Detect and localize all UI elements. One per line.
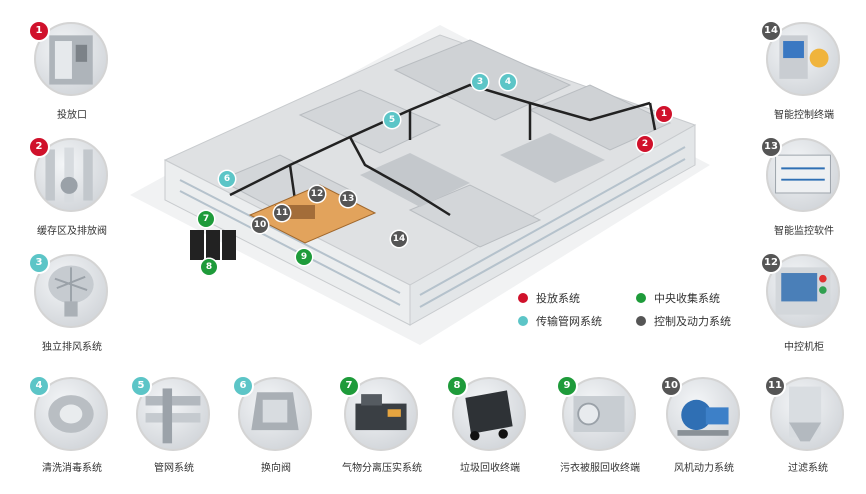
marker-14[interactable]: 14 [391, 231, 407, 247]
marker-9[interactable]: 9 [296, 249, 312, 265]
blower-fan-icon [666, 377, 740, 451]
marker-number: 2 [641, 139, 649, 149]
legend: 投放系统 中央收集系统 传输管网系统 控制及动力系统 [518, 290, 778, 336]
marker-number: 6 [223, 174, 231, 184]
component-label: 污衣被服回收终端 [560, 463, 640, 474]
marker-12[interactable]: 12 [309, 186, 325, 202]
legend-item: 中央收集系统 [636, 290, 720, 306]
component-label: 过滤系统 [788, 463, 828, 474]
legend-item: 控制及动力系统 [636, 313, 731, 329]
component-number-badge: 10 [662, 377, 680, 395]
roof-ventilator-icon [34, 254, 108, 328]
component-number-badge: 6 [234, 377, 252, 395]
component-number-badge: 14 [762, 22, 780, 40]
marker-5[interactable]: 5 [384, 112, 400, 128]
marker-number: 11 [275, 208, 289, 218]
marker-7[interactable]: 7 [198, 211, 214, 227]
marker-1[interactable]: 1 [656, 106, 672, 122]
legend-label: 中央收集系统 [654, 292, 720, 305]
marker-number: 5 [388, 115, 396, 125]
marker-number: 12 [310, 189, 324, 199]
component-label: 独立排风系统 [42, 342, 102, 353]
legend-item: 传输管网系统 [518, 313, 602, 329]
marker-6[interactable]: 6 [219, 171, 235, 187]
control-cabinet-icon [766, 254, 840, 328]
marker-number: 8 [205, 262, 213, 272]
marker-8[interactable]: 8 [201, 259, 217, 275]
marker-number: 3 [476, 77, 484, 87]
component-label: 中控机柜 [784, 342, 824, 353]
marker-number: 14 [392, 234, 406, 244]
component-number-badge: 5 [132, 377, 150, 395]
legend-dot [518, 316, 528, 326]
marker-11[interactable]: 11 [274, 205, 290, 221]
separation-compactor-icon [344, 377, 418, 451]
component-label: 智能控制终端 [774, 110, 834, 121]
component-number-badge: 8 [448, 377, 466, 395]
marker-number: 4 [504, 77, 512, 87]
component-label: 投放口 [57, 110, 87, 121]
marker-number: 10 [253, 220, 267, 230]
component-number-badge: 9 [558, 377, 576, 395]
legend-item: 投放系统 [518, 290, 580, 306]
marker-2[interactable]: 2 [637, 136, 653, 152]
marker-number: 7 [202, 214, 210, 224]
waste-container-icon [452, 377, 526, 451]
marker-10[interactable]: 10 [252, 217, 268, 233]
component-number-badge: 4 [30, 377, 48, 395]
legend-dot [518, 293, 528, 303]
control-terminal-icon [766, 22, 840, 96]
diverter-valve-icon [238, 377, 312, 451]
legend-dot [636, 293, 646, 303]
component-label: 换向阀 [261, 463, 291, 474]
component-label: 缓存区及排放阀 [37, 226, 107, 237]
legend-dot [636, 316, 646, 326]
marker-4[interactable]: 4 [500, 74, 516, 90]
component-number-badge: 13 [762, 138, 780, 156]
component-number-badge: 2 [30, 138, 48, 156]
marker-number: 9 [300, 252, 308, 262]
component-number-badge: 3 [30, 254, 48, 272]
component-number-badge: 7 [340, 377, 358, 395]
component-label: 管网系统 [154, 463, 194, 474]
legend-label: 投放系统 [536, 292, 580, 305]
component-number-badge: 11 [766, 377, 784, 395]
marker-number: 13 [341, 194, 355, 204]
component-label: 气物分离压实系统 [342, 463, 422, 474]
component-label: 清洗消毒系统 [42, 463, 102, 474]
component-label: 风机动力系统 [674, 463, 734, 474]
legend-label: 传输管网系统 [536, 315, 602, 328]
component-number-badge: 12 [762, 254, 780, 272]
marker-3[interactable]: 3 [472, 74, 488, 90]
marker-13[interactable]: 13 [340, 191, 356, 207]
component-label: 智能监控软件 [774, 226, 834, 237]
component-number-badge: 1 [30, 22, 48, 40]
filter-icon [770, 377, 844, 451]
legend-label: 控制及动力系统 [654, 315, 731, 328]
marker-number: 1 [660, 109, 668, 119]
component-label: 垃圾回收终端 [460, 463, 520, 474]
